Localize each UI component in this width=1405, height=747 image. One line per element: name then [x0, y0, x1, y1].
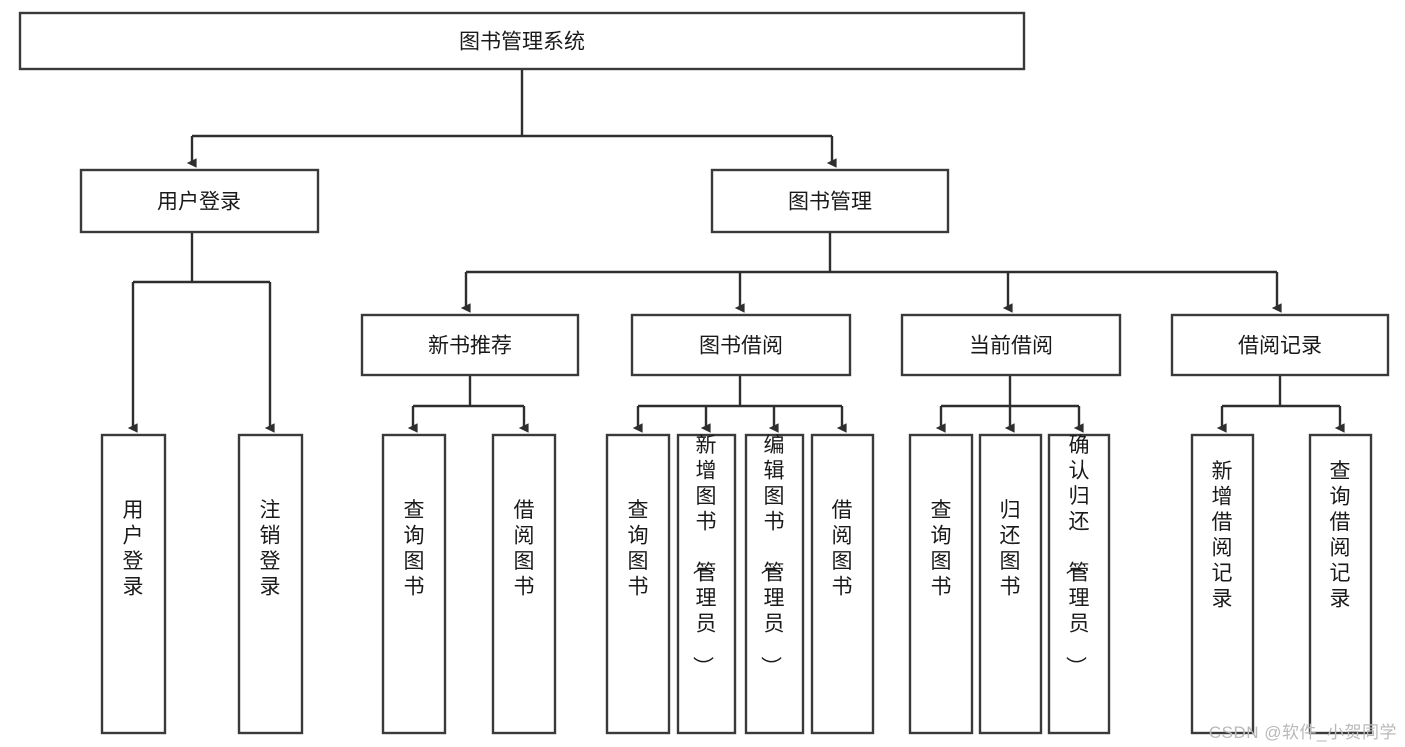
leaf-bookborrow-add-book[interactable]: 新增图书（管理员）	[676, 433, 737, 735]
edge-group-currentborrow-to-leaves	[935, 375, 1084, 433]
node-current-borrow[interactable]: 当前借阅	[900, 313, 1122, 377]
leaf-currentborrow-query-book-label: 查询图书	[931, 499, 952, 599]
leaf-bookborrow-add-book-label: 新增图书（管理员）	[691, 434, 717, 677]
edge-group-bookborrow-to-leaves	[632, 375, 847, 433]
node-book-management-label: 图书管理	[788, 191, 872, 214]
leaf-newbook-borrow-book[interactable]: 借阅图书	[491, 433, 557, 735]
node-root-system[interactable]: 图书管理系统	[18, 11, 1026, 71]
leaf-newbook-query-book-label: 查询图书	[404, 499, 425, 599]
leaf-user-login-logout[interactable]: 注销登录	[237, 433, 304, 735]
node-book-borrow[interactable]: 图书借阅	[630, 313, 852, 377]
leaf-user-login-logout-label: 注销登录	[260, 499, 281, 599]
node-book-management[interactable]: 图书管理	[710, 168, 950, 234]
leaf-currentborrow-confirm-return-label: 确认归还（管理员）	[1064, 434, 1090, 677]
edge-group-borrowrecord-to-leaves	[1216, 375, 1345, 433]
edge-group-userlogin-to-leaves	[127, 232, 275, 433]
leaf-bookborrow-edit-book-label: 编辑图书（管理员）	[759, 434, 785, 677]
leaf-borrowrecord-add-record-label: 新增借阅记录	[1212, 460, 1233, 611]
leaf-borrowrecord-query-record-label: 查询借阅记录	[1330, 460, 1351, 611]
edge-group-root-to-level1	[186, 69, 837, 168]
node-borrow-record-label: 借阅记录	[1238, 335, 1322, 358]
node-new-book-recommend[interactable]: 新书推荐	[360, 313, 580, 377]
node-user-login[interactable]: 用户登录	[79, 168, 320, 234]
node-book-borrow-label: 图书借阅	[699, 335, 783, 358]
node-root-system-label: 图书管理系统	[459, 31, 585, 54]
leaf-bookborrow-borrow-book-label: 借阅图书	[832, 499, 853, 599]
node-new-book-recommend-label: 新书推荐	[428, 335, 512, 358]
leaf-currentborrow-return-book[interactable]: 归还图书	[978, 433, 1043, 735]
leaf-borrowrecord-query-record[interactable]: 查询借阅记录	[1308, 433, 1373, 735]
node-current-borrow-label: 当前借阅	[969, 335, 1053, 358]
leaf-newbook-query-book[interactable]: 查询图书	[381, 433, 447, 735]
node-user-login-label: 用户登录	[157, 191, 241, 214]
edge-group-bookmgmt-to-level2	[460, 232, 1282, 313]
leaf-newbook-borrow-book-label: 借阅图书	[514, 499, 535, 599]
leaf-currentborrow-confirm-return[interactable]: 确认归还（管理员）	[1047, 433, 1111, 735]
leaf-user-login-login[interactable]: 用户登录	[100, 433, 167, 735]
edge-group-newbook-to-leaves	[407, 375, 529, 433]
leaf-bookborrow-edit-book[interactable]: 编辑图书（管理员）	[744, 433, 805, 735]
leaf-currentborrow-return-book-label: 归还图书	[1000, 499, 1021, 599]
leaf-borrowrecord-add-record[interactable]: 新增借阅记录	[1190, 433, 1255, 735]
leaf-bookborrow-borrow-book[interactable]: 借阅图书	[810, 433, 875, 735]
leaf-currentborrow-query-book[interactable]: 查询图书	[908, 433, 974, 735]
leaf-bookborrow-query-book-label: 查询图书	[628, 499, 649, 599]
leaf-bookborrow-query-book[interactable]: 查询图书	[605, 433, 671, 735]
leaf-user-login-login-label: 用户登录	[123, 499, 144, 599]
node-borrow-record[interactable]: 借阅记录	[1170, 313, 1390, 377]
